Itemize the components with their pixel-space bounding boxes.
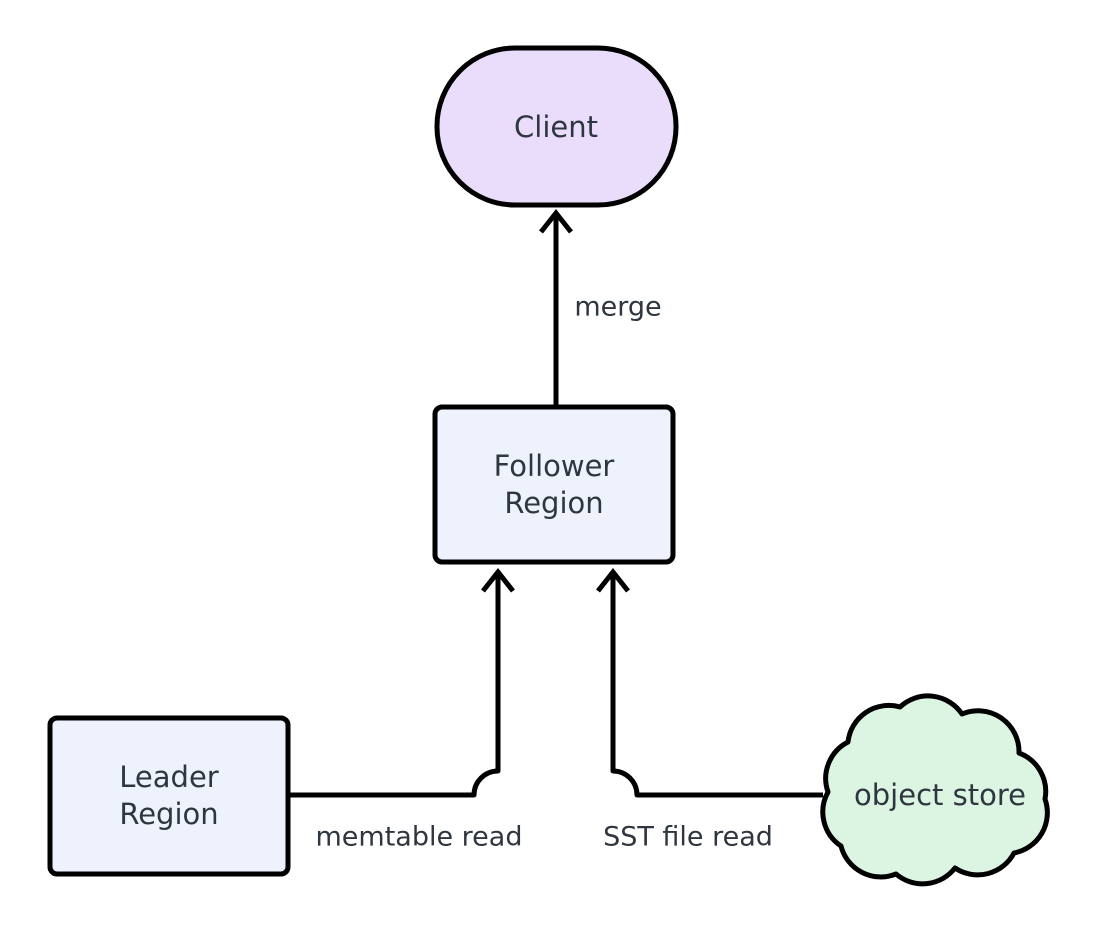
follower-region-label-line2: Region [504, 486, 603, 520]
client-label: Client [514, 110, 598, 144]
object-store-cloud-shape [820, 693, 1050, 887]
object-store-label: object store [854, 778, 1026, 812]
follower-region-label-line1: Follower [494, 449, 615, 483]
edge-objectstore-to-follower [596, 567, 823, 798]
edge-path-memtable-read [288, 575, 501, 798]
leader-region-shape [47, 715, 291, 877]
leader-region-label-line2: Region [119, 797, 218, 831]
edge-path-sst-file-read [610, 575, 823, 798]
arrowhead-sst-file-read [596, 567, 630, 593]
edge-follower-to-client [539, 208, 573, 407]
leader-region-label-line1: Leader [119, 760, 219, 794]
edge-leader-to-follower [288, 567, 515, 798]
edge-label-merge: merge [574, 292, 661, 323]
node-follower-region[interactable]: Follower Region [432, 404, 676, 565]
node-client[interactable]: Client [434, 45, 679, 208]
edge-label-memtable-read: memtable read [316, 822, 523, 853]
node-object-store[interactable]: object store [820, 693, 1050, 887]
follower-region-shape [432, 404, 676, 565]
edge-label-sst-file-read: SST file read [603, 822, 773, 853]
client-shape [434, 45, 679, 208]
arrowhead-memtable-read [481, 567, 515, 593]
node-leader-region[interactable]: Leader Region [47, 715, 291, 877]
arrowhead-merge [539, 208, 573, 234]
